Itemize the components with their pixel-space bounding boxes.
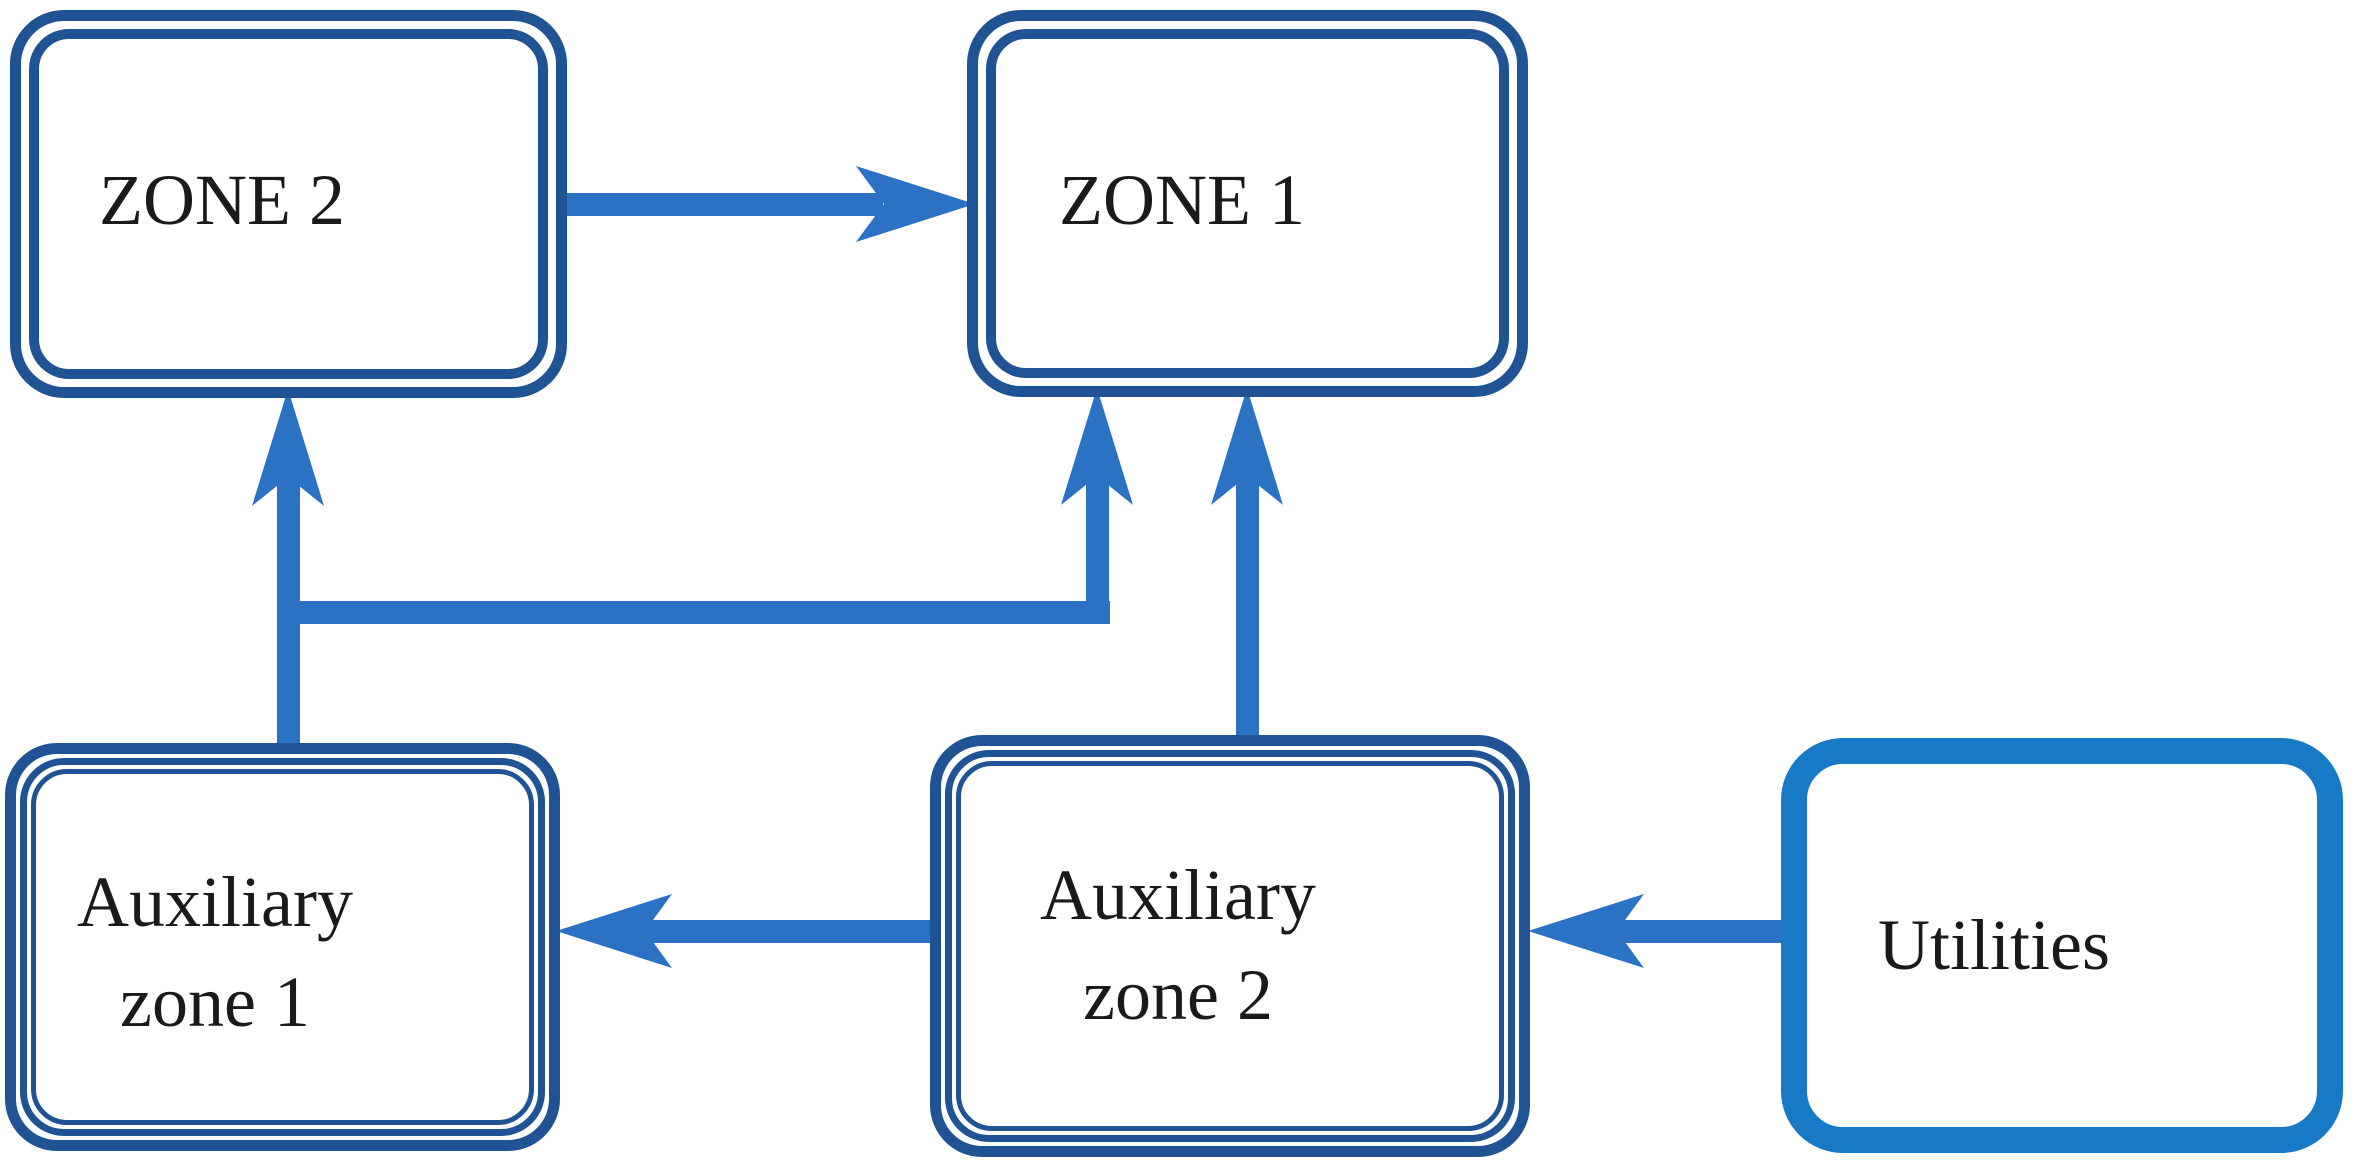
- zone1-label: ZONE 1: [1059, 160, 1305, 240]
- aux-zone2-label-line1: Auxiliary: [1040, 855, 1316, 935]
- node-aux-zone2: [930, 735, 1530, 1157]
- aux-zone1-label-line2: zone 1: [120, 962, 310, 1042]
- arrow-aux-zone1-to-zone1: [288, 388, 1133, 624]
- arrow-utilities-to-aux-zone2: [1528, 894, 1810, 968]
- node-utilities: [1781, 738, 2343, 1153]
- utilities-label: Utilities: [1878, 905, 2110, 985]
- node-aux-zone1: [5, 743, 560, 1151]
- aux-zone2-label-line2: zone 2: [1083, 955, 1273, 1035]
- arrow-zone2-to-zone1: [553, 166, 975, 242]
- aux-zone1-label: Auxiliary zone 1: [77, 852, 353, 1052]
- aux-zone1-label-line1: Auxiliary: [77, 862, 353, 942]
- arrow-aux-zone2-to-zone1: [1211, 388, 1283, 762]
- aux-zone2-label: Auxiliary zone 2: [1040, 845, 1316, 1045]
- node-zone2: [10, 10, 567, 398]
- arrow-aux-zone1-to-zone2: [252, 389, 324, 763]
- arrow-aux-zone2-to-aux-zone1: [556, 894, 950, 968]
- node-zone1: [967, 10, 1528, 397]
- zone2-label: ZONE 2: [99, 160, 345, 240]
